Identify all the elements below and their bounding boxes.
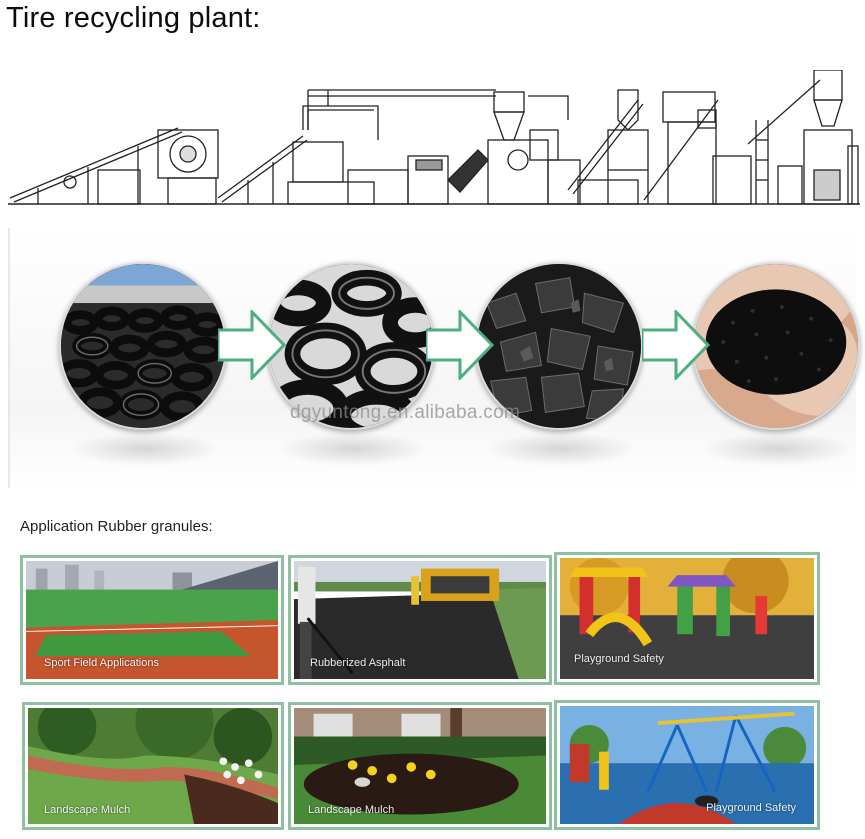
- stage-waste-tires: [59, 262, 227, 430]
- page-title: Tire recycling plant:: [6, 2, 261, 34]
- application-card: Sport Field Applications: [20, 555, 284, 685]
- application-caption: Playground Safety: [706, 802, 796, 814]
- application-card: Playground Safety: [554, 700, 820, 830]
- applications-heading: Application Rubber granules:: [20, 518, 213, 535]
- application-caption: Rubberized Asphalt: [310, 657, 406, 669]
- recycling-plant-diagram: [8, 69, 860, 210]
- rubber-granules-icon: [694, 264, 858, 428]
- application-card: Landscape Mulch: [22, 702, 284, 830]
- stage-reflection: [70, 432, 220, 466]
- stage-rubber-chips: [475, 262, 643, 430]
- stage-reflection: [278, 432, 428, 466]
- application-caption: Playground Safety: [574, 653, 664, 665]
- application-card: Landscape Mulch: [288, 702, 552, 830]
- stage-reflection: [703, 432, 853, 466]
- process-arrow-icon: [642, 310, 710, 380]
- process-arrow-icon: [426, 310, 494, 380]
- application-card: Rubberized Asphalt: [288, 555, 552, 685]
- rubber-chips-icon: [477, 264, 641, 428]
- tire-pile-icon: [61, 264, 225, 428]
- application-caption: Landscape Mulch: [308, 804, 395, 816]
- stage-reflection: [486, 432, 636, 466]
- application-card: Playground Safety: [554, 552, 820, 685]
- application-caption: Sport Field Applications: [44, 657, 159, 669]
- stage-rubber-granules: [692, 262, 860, 430]
- watermark: dgyuntong.en.alibaba.com: [290, 402, 521, 423]
- process-arrow-icon: [218, 310, 286, 380]
- application-caption: Landscape Mulch: [44, 804, 131, 816]
